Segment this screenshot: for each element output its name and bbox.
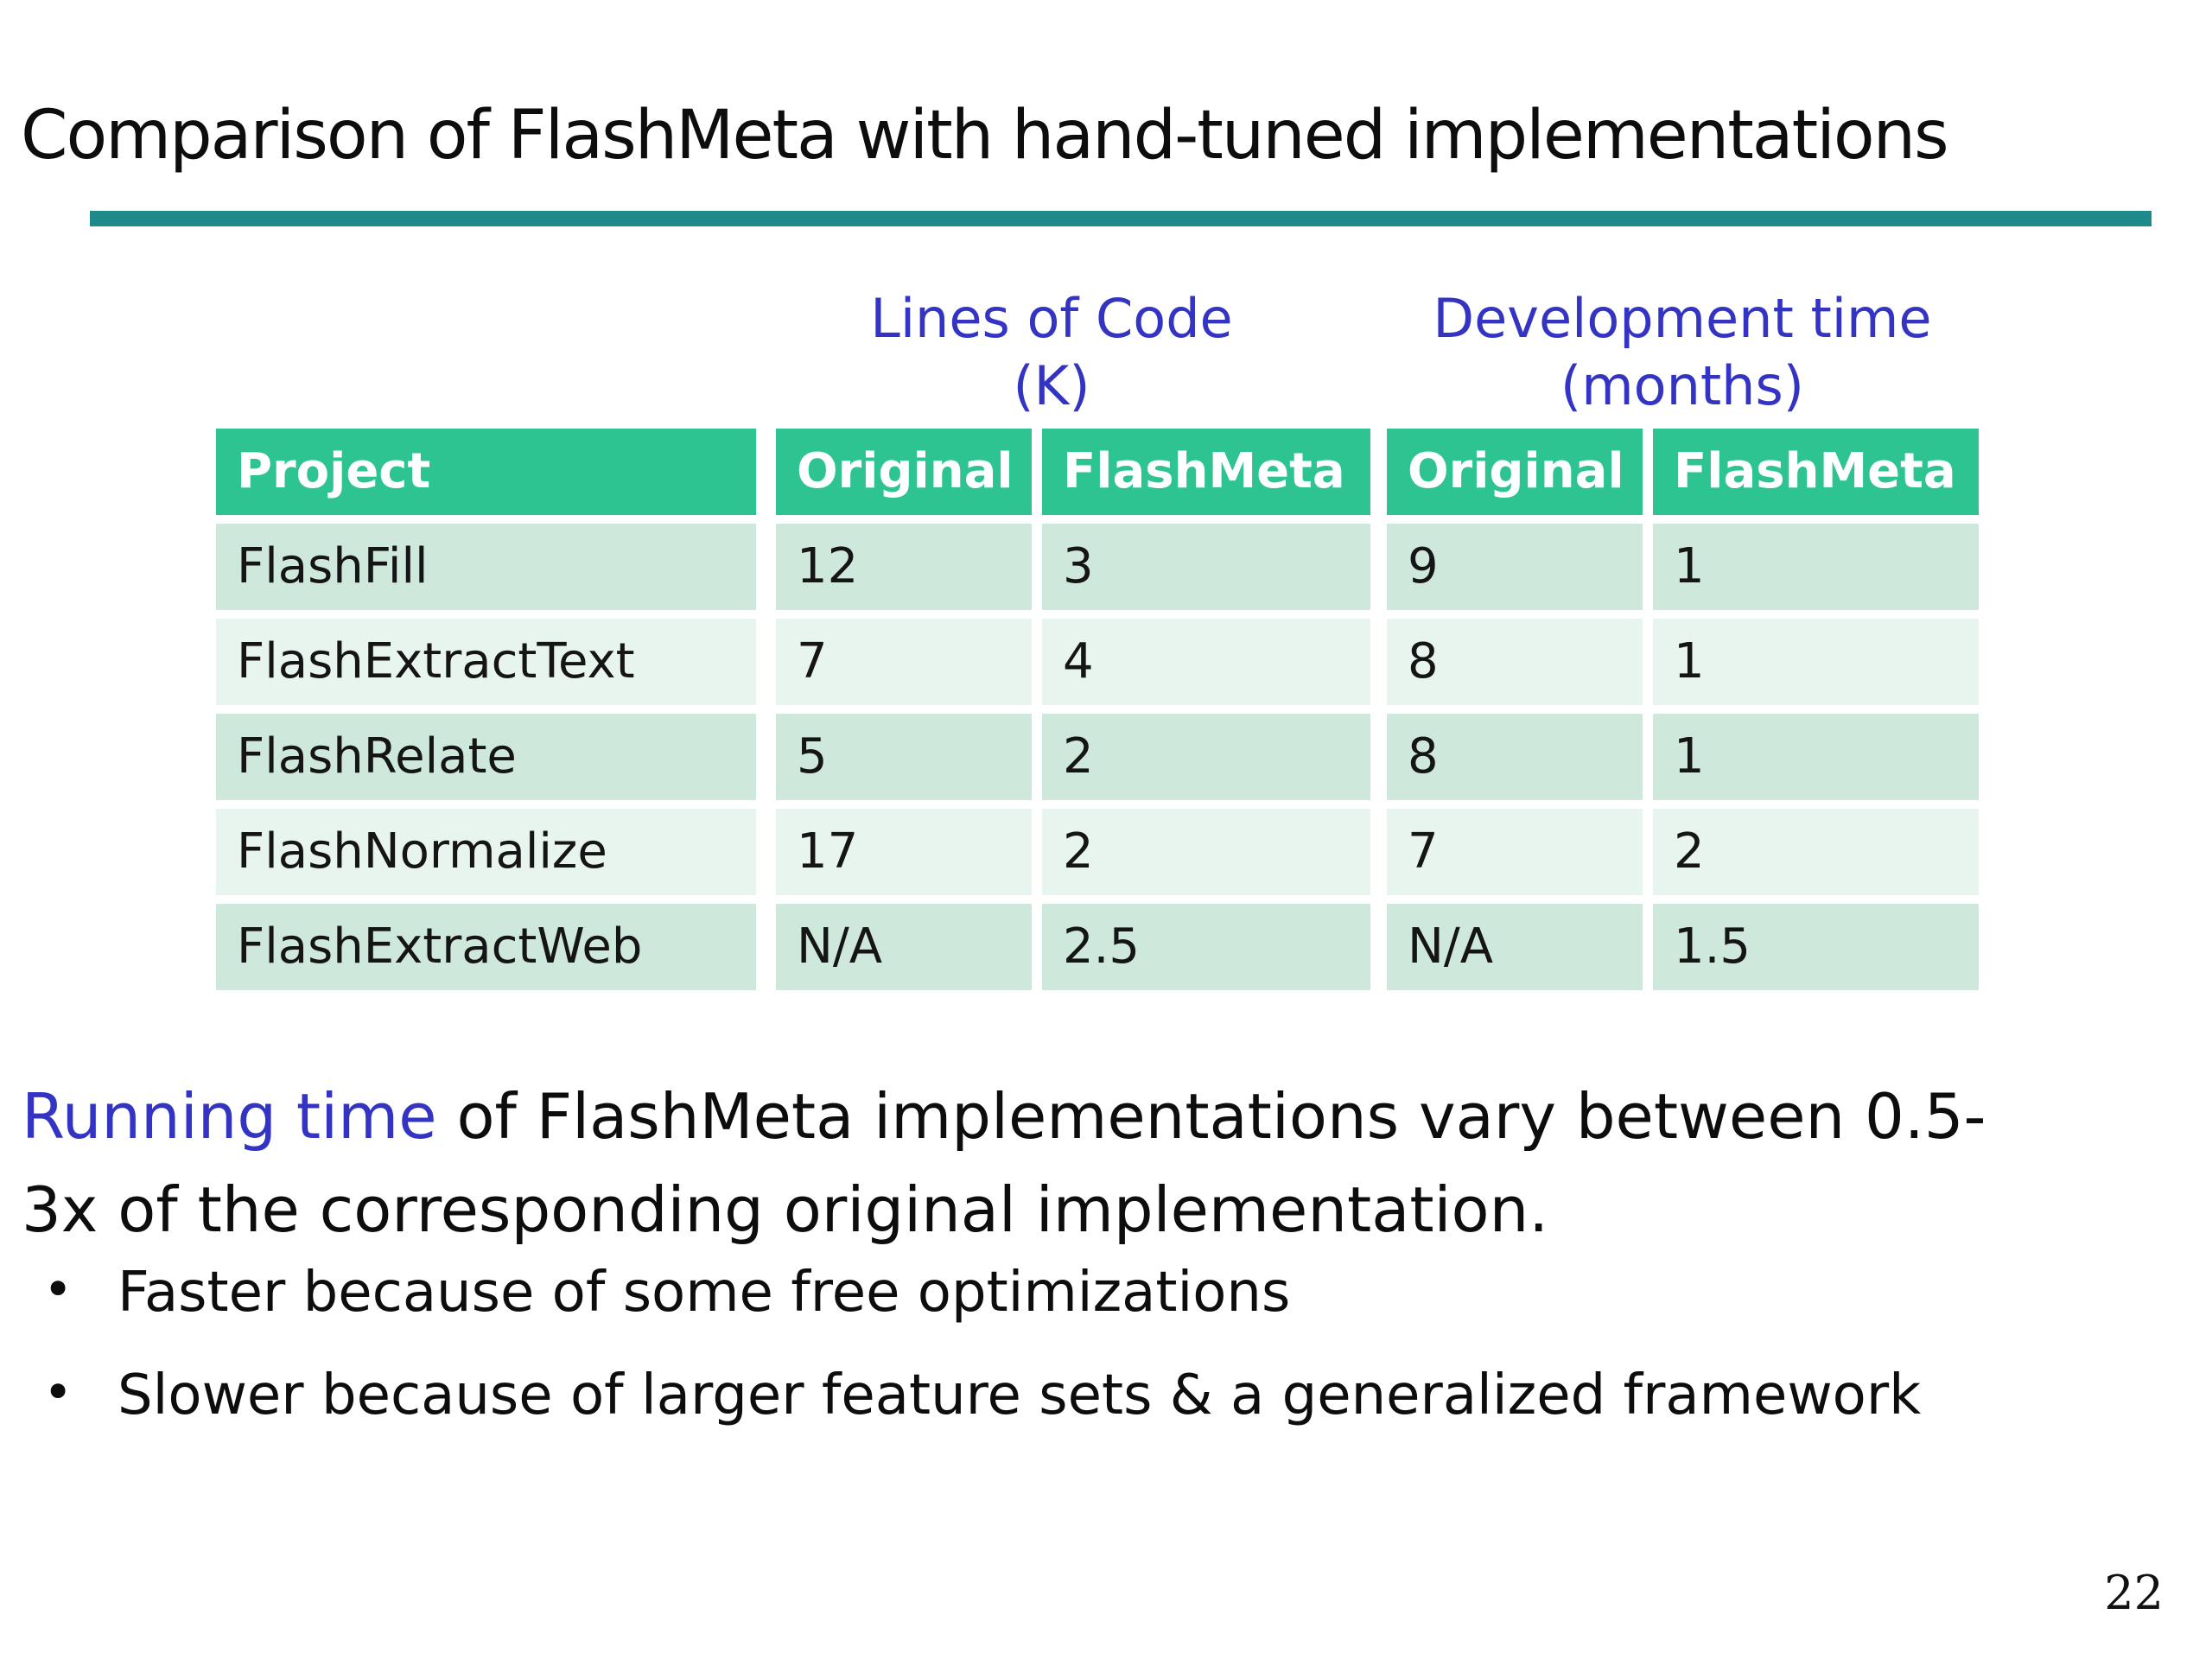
page-number: 22 [2104,1566,2164,1620]
project-cell: FlashExtractWeb [216,904,756,990]
column-gap [1032,429,1042,515]
bullet-item: Slower because of larger feature sets & … [43,1363,2177,1429]
running-time-highlight: Running time [22,1080,437,1153]
header-cell-dev-original: Original [1387,429,1643,515]
loc-original-cell: N/A [776,904,1032,990]
column-gap [1643,714,1653,800]
loc-flashmeta-cell: 2.5 [1042,904,1370,990]
column-gap [1370,809,1387,895]
column-gap [1032,619,1042,705]
column-gap [1643,619,1653,705]
dev-flashmeta-cell: 1 [1653,714,1979,800]
loc-original-cell: 17 [776,809,1032,895]
column-gap [1643,429,1653,515]
header-cell-dev-flashmeta: FlashMeta [1653,429,1979,515]
project-cell: FlashFill [216,524,756,610]
column-gap [1643,904,1653,990]
column-gap [1032,714,1042,800]
paragraph-line-1-rest: of FlashMeta implementations vary betwee… [436,1080,1986,1153]
header-cell-loc-flashmeta: FlashMeta [1042,429,1370,515]
running-time-paragraph: Running time of FlashMeta implementation… [22,1070,2199,1256]
bullet-list: Faster because of some free optimization… [43,1260,2177,1465]
loc-flashmeta-cell: 4 [1042,619,1370,705]
header-cell-project: Project [216,429,756,515]
column-gap [756,904,776,990]
dev-original-cell: 8 [1387,619,1643,705]
loc-group-label: Lines of Code (K) [753,285,1350,419]
column-gap [756,619,776,705]
paragraph-line-1: Running time of FlashMeta implementation… [22,1070,2199,1163]
loc-original-cell: 5 [776,714,1032,800]
column-gap [1643,524,1653,610]
dev-flashmeta-cell: 1.5 [1653,904,1979,990]
dev-flashmeta-cell: 1 [1653,524,1979,610]
loc-flashmeta-cell: 3 [1042,524,1370,610]
dev-flashmeta-cell: 2 [1653,809,1979,895]
column-gap [1370,524,1387,610]
column-gap [756,429,776,515]
dev-group-label-line1: Development time [1433,287,1932,350]
column-gap [756,714,776,800]
column-gap [1643,809,1653,895]
loc-flashmeta-cell: 2 [1042,809,1370,895]
dev-group-label-line2: (months) [1560,353,1804,417]
dev-group-label: Development time (months) [1384,285,1980,419]
slide-title: Comparison of FlashMeta with hand-tuned … [21,97,1949,175]
loc-original-cell: 12 [776,524,1032,610]
column-gap [756,809,776,895]
dev-original-cell: 8 [1387,714,1643,800]
header-cell-loc-original: Original [776,429,1032,515]
paragraph-line-2: 3x of the corresponding original impleme… [22,1173,1549,1246]
loc-original-cell: 7 [776,619,1032,705]
dev-original-cell: 9 [1387,524,1643,610]
bullet-item: Faster because of some free optimization… [43,1260,2177,1326]
column-gap [1370,619,1387,705]
loc-flashmeta-cell: 2 [1042,714,1370,800]
loc-group-label-line2: (K) [1013,353,1090,417]
column-gap [756,524,776,610]
project-cell: FlashRelate [216,714,756,800]
dev-original-cell: 7 [1387,809,1643,895]
title-divider [90,211,2152,226]
column-gap [1032,904,1042,990]
column-gap [1032,809,1042,895]
loc-group-label-line1: Lines of Code [870,287,1233,350]
column-gap [1370,429,1387,515]
dev-original-cell: N/A [1387,904,1643,990]
dev-flashmeta-cell: 1 [1653,619,1979,705]
project-cell: FlashExtractText [216,619,756,705]
column-gap [1032,524,1042,610]
column-gap [1370,904,1387,990]
comparison-table: Project Original FlashMeta Original Flas… [216,429,1979,990]
project-cell: FlashNormalize [216,809,756,895]
column-gap [1370,714,1387,800]
